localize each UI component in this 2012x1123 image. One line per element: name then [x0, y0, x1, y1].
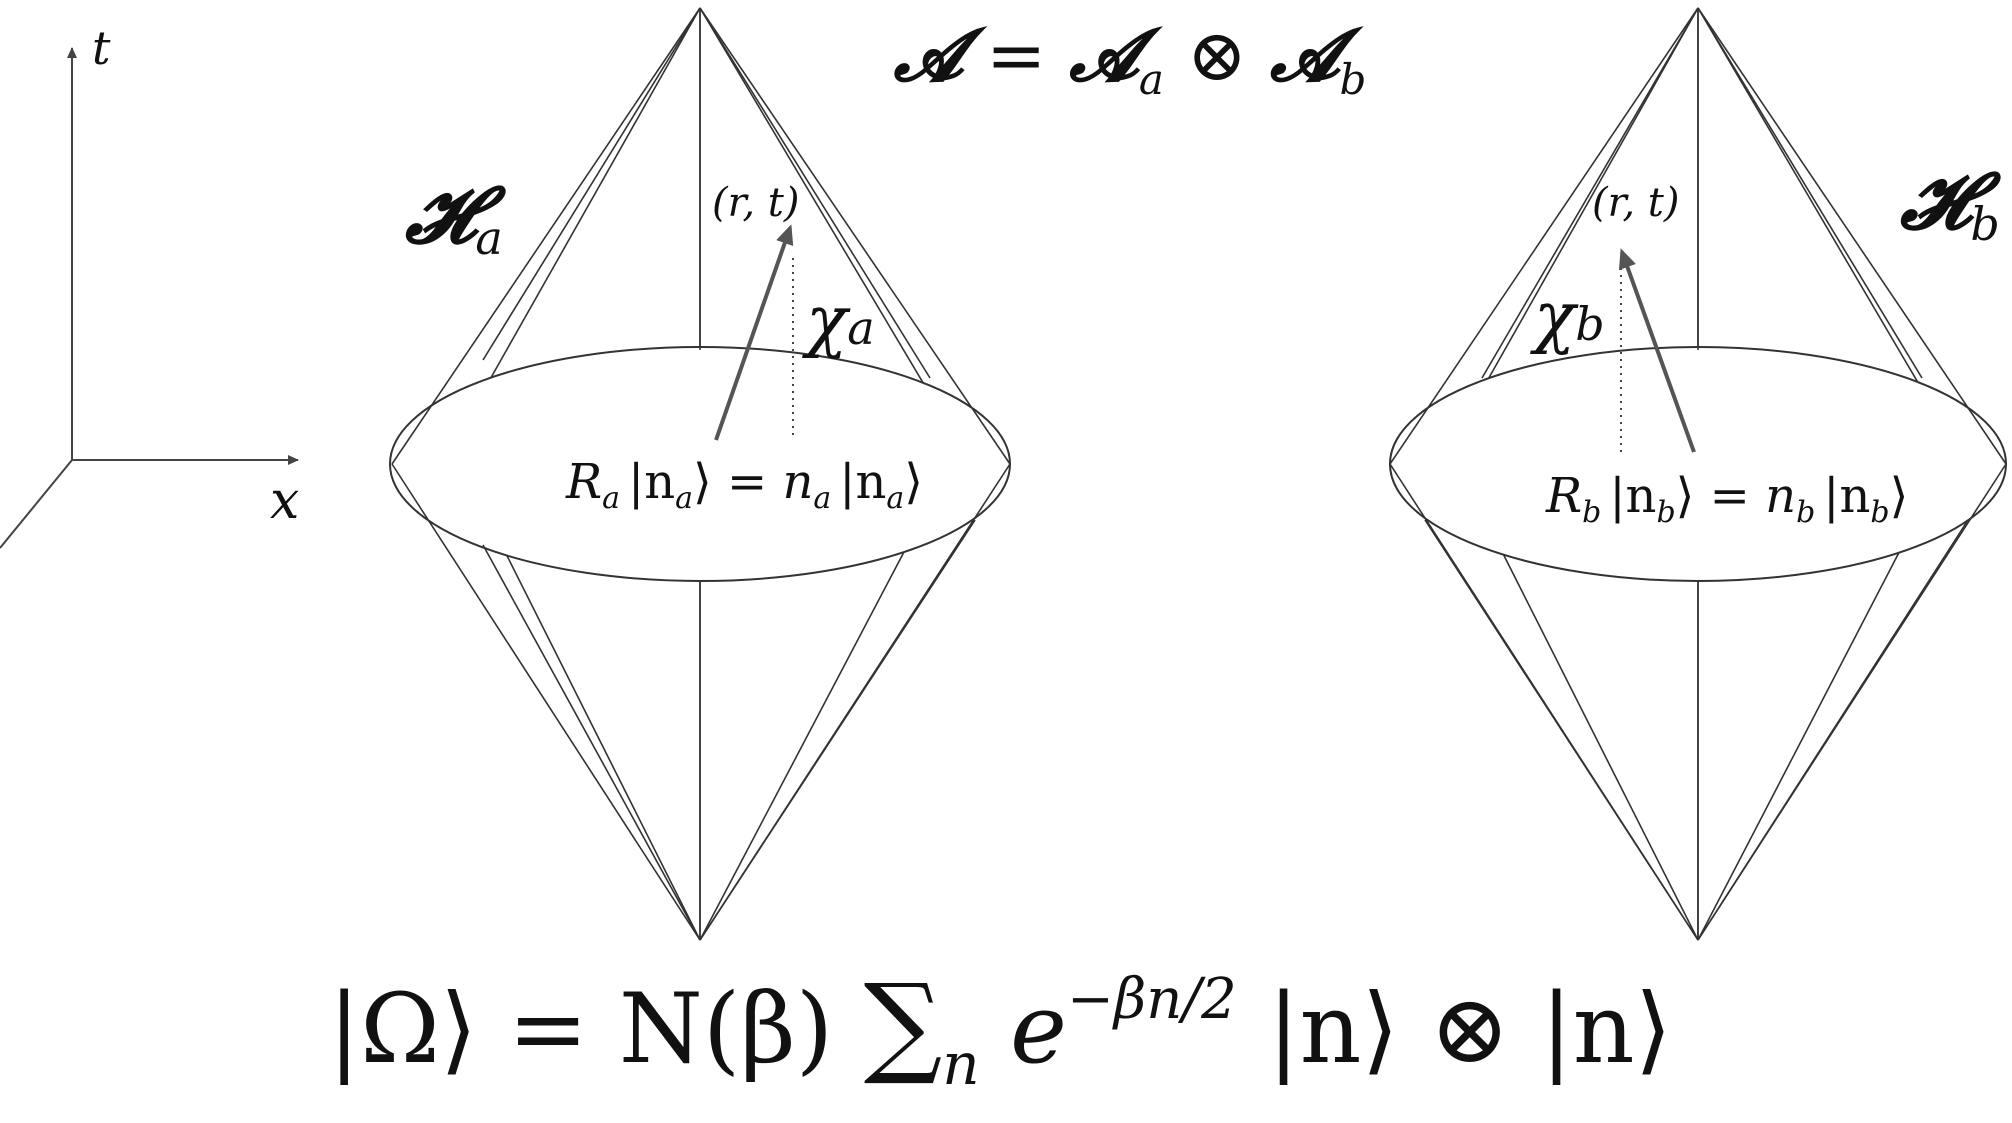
left-position-vector: [714, 224, 794, 441]
bottom-formula: |Ω⟩ = N(β) ∑n e−βn/2 |n⟩ ⊗ |n⟩: [328, 960, 1672, 1098]
top-formula: 𝓐 = 𝓐a ⊗ 𝓐b: [893, 12, 1367, 104]
right-hilbert-label: 𝓗b: [1900, 156, 2002, 251]
left-eigen-equation: Ra|na⟩ = na|na⟩: [565, 454, 923, 516]
right-cauchy-slice: [1389, 346, 2007, 582]
left-hilbert-label: 𝓗a: [405, 170, 507, 265]
left-double-cone: 𝓗a (r, t) χa Ra|na⟩ = na|na⟩: [389, 7, 1011, 941]
right-position-vector: [1618, 248, 1696, 453]
right-eigen-equation: Rb|nb⟩ = nb|nb⟩: [1545, 468, 1908, 530]
t-axis-label: t: [92, 21, 111, 75]
left-point-label: (r, t): [712, 180, 799, 226]
right-point-label: (r, t): [1592, 180, 1679, 226]
right-double-cone: 𝓗b (r, t) χb Rb|nb⟩ = nb|nb⟩: [1389, 7, 2007, 941]
right-chi-label: χb: [1530, 278, 1605, 357]
left-chi-label: χa: [802, 282, 875, 361]
depth-axis: [0, 459, 73, 549]
coordinate-axes: t x: [0, 21, 299, 549]
x-axis-label: x: [270, 471, 299, 531]
